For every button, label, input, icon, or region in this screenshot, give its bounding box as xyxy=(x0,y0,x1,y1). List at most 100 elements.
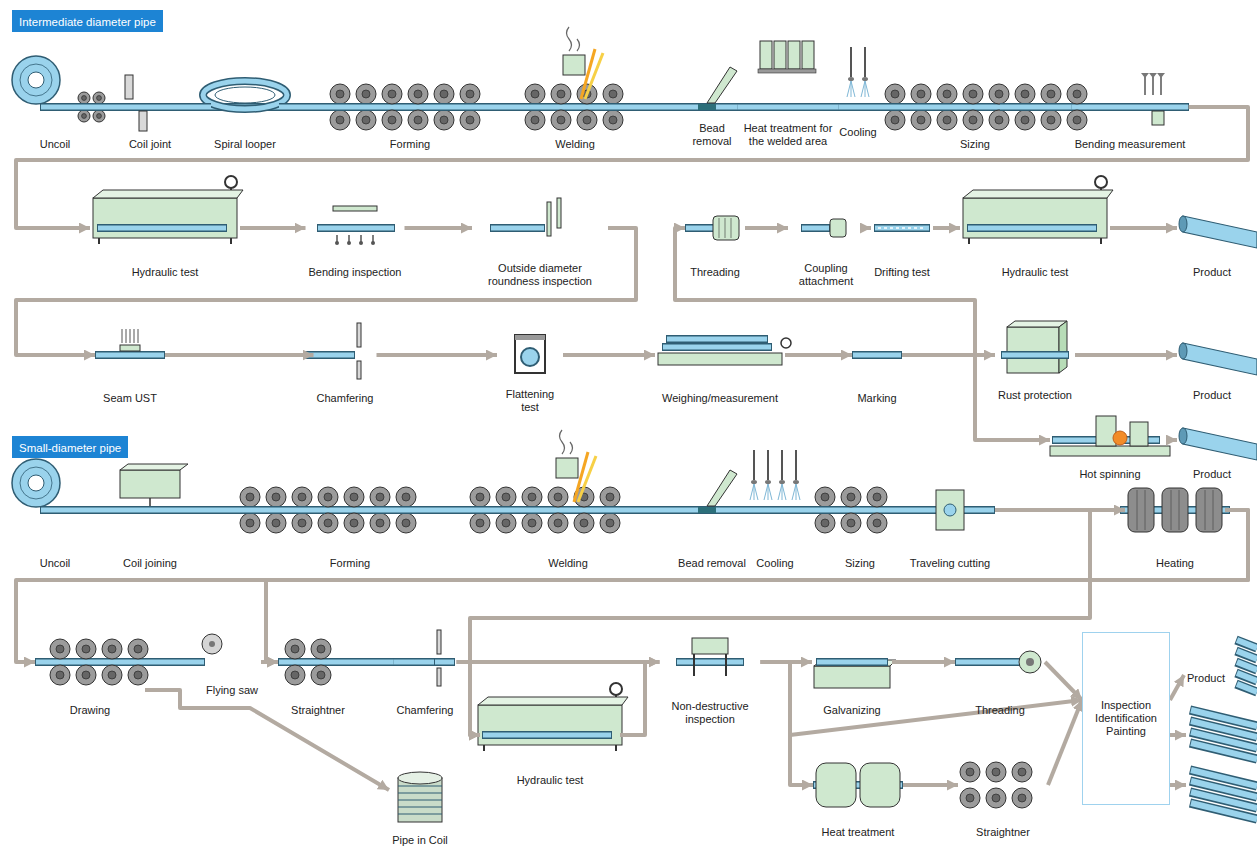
bead-patch xyxy=(698,104,716,110)
flow-line xyxy=(470,510,1090,735)
pipe-outline xyxy=(435,103,550,111)
roller-hub xyxy=(336,90,344,98)
bead-cutter xyxy=(707,67,737,103)
machine-base xyxy=(1050,446,1170,456)
pipe xyxy=(677,660,743,665)
roller-hub xyxy=(502,493,510,501)
flow-line xyxy=(261,660,278,664)
flow-line xyxy=(785,353,852,357)
sensor-stand xyxy=(1152,111,1164,125)
pipe-end xyxy=(1179,343,1187,359)
roller xyxy=(841,487,861,507)
roller xyxy=(128,665,148,685)
step-label: Product xyxy=(1187,672,1225,685)
roller xyxy=(240,513,260,533)
pipe-link xyxy=(738,107,742,108)
process-step: Drawing xyxy=(35,630,145,720)
bench-leg xyxy=(98,238,100,244)
roller xyxy=(356,110,376,130)
step-label: Cooling xyxy=(756,557,793,570)
label-wrap: Bending measurement xyxy=(1072,134,1189,152)
pipe-outline xyxy=(967,224,1097,232)
roller-hub xyxy=(966,768,974,776)
thread-mark xyxy=(731,218,732,238)
process-step: Drifting test xyxy=(871,210,933,282)
process-step: Bending inspection xyxy=(306,205,405,282)
roller xyxy=(102,665,122,685)
step-label: Uncoil xyxy=(40,557,71,570)
roller xyxy=(470,487,490,507)
pipe-outline xyxy=(749,506,753,514)
flow-line xyxy=(1048,700,1082,785)
flow-line xyxy=(16,510,1248,662)
flow-arrow xyxy=(563,355,655,356)
roller-hub xyxy=(606,519,614,527)
label-wrap: Chamfering xyxy=(394,700,457,718)
roller xyxy=(986,788,1006,808)
flow-arrow xyxy=(903,785,958,786)
bench-leg xyxy=(483,745,485,751)
welding-box xyxy=(120,470,180,498)
label-wrap: Hot spinning xyxy=(1050,464,1170,482)
roller-hub xyxy=(272,519,280,527)
flow-arrow xyxy=(145,690,389,790)
valve-wheel xyxy=(610,683,622,695)
sensor-head xyxy=(1149,73,1157,78)
pipe xyxy=(968,226,1096,231)
pipe xyxy=(853,353,901,358)
bath-rim xyxy=(814,660,896,666)
heater xyxy=(774,41,786,69)
pipe-link xyxy=(885,510,905,511)
gauge-pin xyxy=(336,235,338,242)
step-label: Heating xyxy=(1156,557,1194,570)
roller-hub xyxy=(336,116,344,124)
roller xyxy=(344,513,364,533)
process-step: Coil joining xyxy=(120,470,180,573)
spray xyxy=(778,484,782,500)
pipe xyxy=(75,508,120,513)
label-wrap: Straightner xyxy=(958,822,1048,840)
pipe xyxy=(145,660,203,665)
roller-hub xyxy=(134,645,142,653)
step-label: Hot spinning xyxy=(1079,468,1140,481)
label-wrap: Marking xyxy=(852,388,902,406)
spray xyxy=(792,484,796,500)
label-wrap: Sizing xyxy=(950,134,1000,152)
roller-hub xyxy=(847,493,855,501)
fume xyxy=(560,430,565,454)
flow-arrow xyxy=(864,228,871,229)
drift-mandrel xyxy=(878,227,926,229)
flow-arrow xyxy=(675,228,975,355)
roller-hub xyxy=(97,96,102,101)
flow-arrow xyxy=(1110,228,1177,229)
roller-hub xyxy=(414,90,422,98)
pipe-link xyxy=(75,107,125,108)
label-wrap: Welding xyxy=(550,134,600,152)
pipe-outline xyxy=(97,224,227,232)
roller xyxy=(600,513,620,533)
step-label: Bead removal xyxy=(686,122,738,148)
roller xyxy=(370,513,390,533)
roller-hub xyxy=(943,116,951,124)
flow-arrow xyxy=(377,355,498,356)
chamfer-blade xyxy=(437,630,441,654)
spray xyxy=(796,484,800,500)
ultrasonic-wave xyxy=(130,329,131,343)
flow-line xyxy=(240,226,306,230)
roller-hub xyxy=(388,116,396,124)
pipe xyxy=(686,226,714,231)
pipe-outline xyxy=(880,103,950,111)
pipe-link xyxy=(836,107,839,108)
gauge-foot xyxy=(347,241,351,245)
process-box: Inspection Identification Painting xyxy=(1082,632,1170,805)
pipe-outline xyxy=(593,506,675,514)
process-step: Hydraulic test xyxy=(480,700,620,790)
nozzle xyxy=(848,77,854,81)
bundle-pipe-outline xyxy=(1236,684,1257,692)
label-wrap: Bending inspection xyxy=(306,262,405,280)
process-step: Welding xyxy=(543,470,593,573)
pipe xyxy=(279,105,385,110)
gauge-plate xyxy=(557,198,561,228)
roller-hub xyxy=(97,114,102,119)
